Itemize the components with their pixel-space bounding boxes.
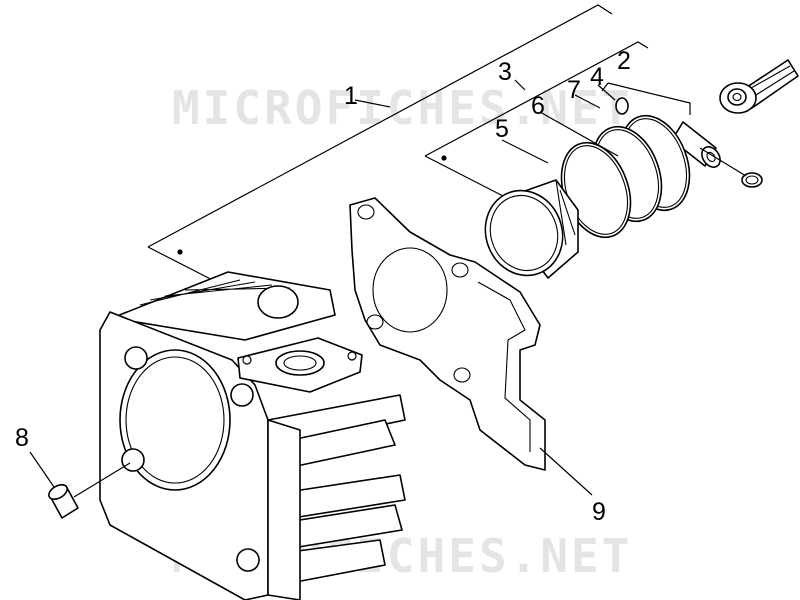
bracket-group-3 [424, 41, 649, 198]
callout-4: 4 [590, 63, 604, 91]
cylinder-body [99, 271, 406, 600]
callout-8: 8 [15, 424, 29, 452]
callout-7: 7 [567, 76, 581, 104]
callout-1: 1 [344, 82, 358, 110]
cylinder-gasket [349, 197, 546, 471]
watermark-top: MICROFICHES.NET [172, 81, 632, 135]
dowel-bush [48, 483, 79, 519]
callout-3: 3 [498, 58, 512, 86]
piston [484, 179, 579, 279]
callout-6: 6 [531, 92, 545, 120]
callout-9: 9 [592, 498, 606, 526]
leader-lines [29, 79, 747, 498]
callout-5: 5 [495, 115, 509, 143]
connecting-rod [719, 59, 799, 114]
circlip-lower [741, 172, 763, 188]
circlip-upper [615, 97, 629, 115]
callout-2: 2 [617, 47, 631, 75]
